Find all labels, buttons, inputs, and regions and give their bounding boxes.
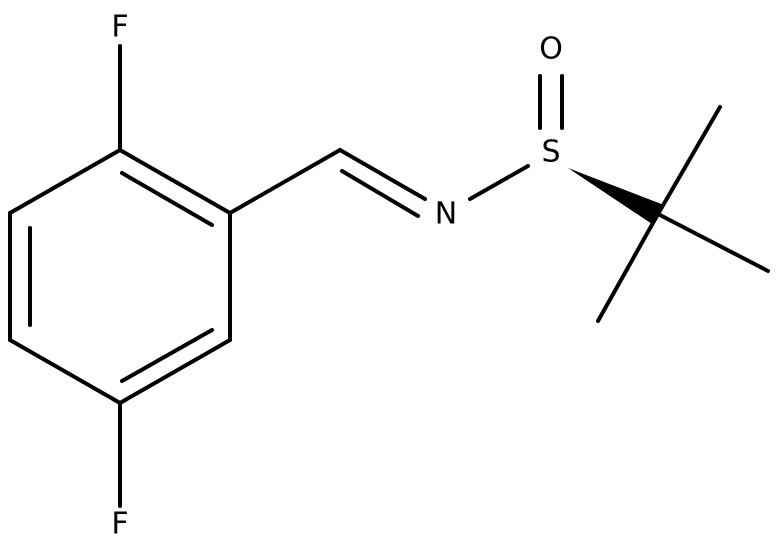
atom-label-f-bottom: F xyxy=(111,507,128,542)
bond-c-me-top xyxy=(656,105,722,216)
atom-label-s: S xyxy=(541,135,560,170)
bond-ring-c6-c1 xyxy=(8,148,122,215)
bond-ring-c3-c4 xyxy=(118,338,232,405)
wedge-bond-s-c xyxy=(568,168,664,224)
bond-c-me-bottom xyxy=(596,212,660,323)
bond-c-me-right xyxy=(656,212,770,273)
atom-label-f-top: F xyxy=(111,10,128,45)
atom-label-o: O xyxy=(539,32,563,67)
bond-n-s xyxy=(468,164,530,201)
bond-ring-inner-2 xyxy=(120,328,214,383)
atom-label-n: N xyxy=(435,197,457,232)
benzene-ring xyxy=(8,148,232,405)
bond-c2-ch xyxy=(228,148,342,215)
bond-ring-c1-c2 xyxy=(118,148,232,215)
bond-ch-n-2 xyxy=(340,169,420,218)
bond-ch-n-1 xyxy=(338,148,427,201)
bond-ring-c4-c5 xyxy=(8,338,122,405)
bond-ring-inner-1 xyxy=(120,171,214,227)
